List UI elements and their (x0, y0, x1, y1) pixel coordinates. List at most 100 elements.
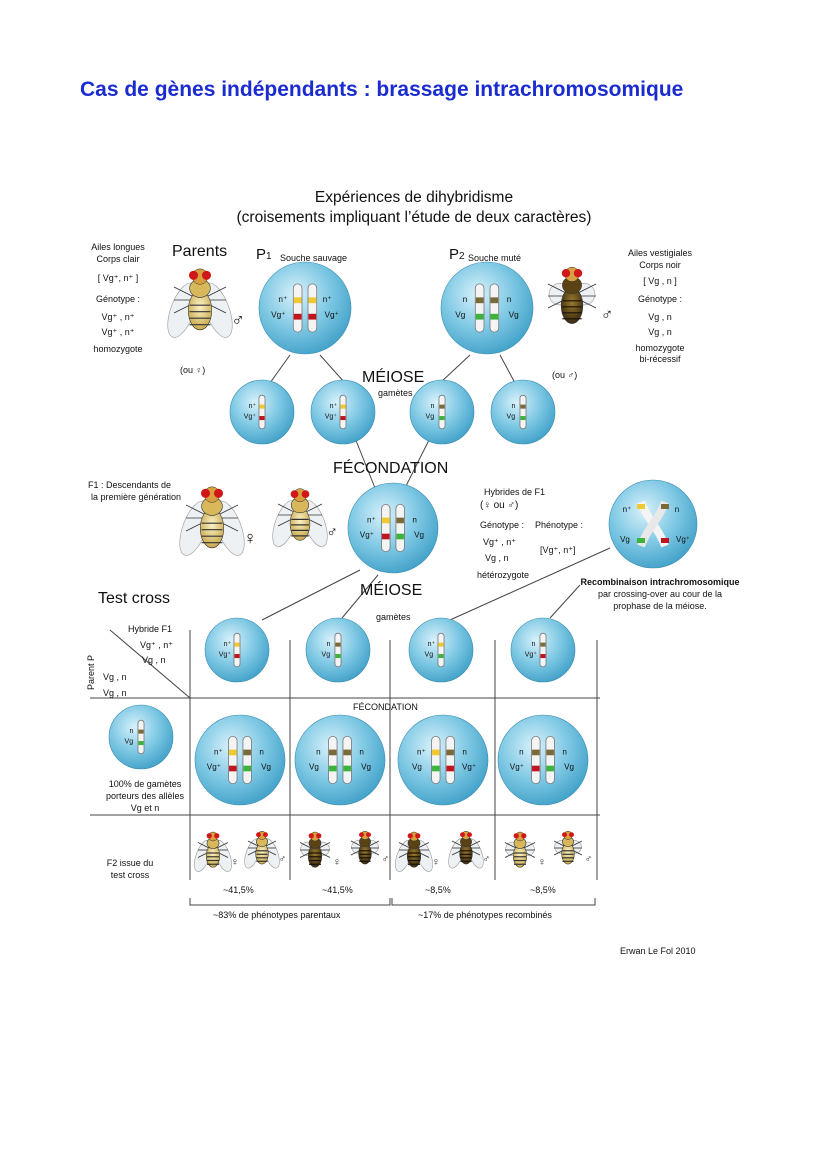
allele-label-left-vg: Vg (412, 762, 422, 771)
connector-lines (90, 354, 611, 906)
right-pheno-notation: [ Vg , n ] (643, 276, 677, 286)
f2-recombines: ~17% de phénotypes recombinés (418, 910, 552, 920)
allele-vg-band (546, 765, 554, 772)
allele-vg-band (520, 416, 526, 421)
allele-n-plus-band (293, 297, 302, 304)
left-pheno-line2: Corps clair (96, 254, 140, 264)
allele-n-band (243, 749, 251, 756)
gamete-p1-a: n⁺ Vg⁺ (229, 379, 295, 445)
allele-label-n: n (326, 641, 330, 648)
fecondation-label-2: FÉCONDATION (353, 702, 418, 712)
chromosome (334, 632, 342, 668)
chromosome (437, 632, 445, 668)
allele-label-right-vg: Vg (414, 530, 424, 539)
fecondation-label-1: FÉCONDATION (333, 460, 449, 477)
allele-label-vg-plus: Vg⁺ (676, 535, 690, 544)
allele-label-n: n (511, 403, 515, 410)
chromosome (531, 735, 541, 785)
fly-eye (366, 832, 371, 838)
allele-label-vg: Vg (426, 414, 435, 421)
diagram-subtitle: (croisements impliquant l’étude de deux … (236, 209, 592, 226)
allele-label-right-n: n⁺ (323, 295, 332, 304)
cell-p1: n⁺n⁺Vg⁺Vg⁺ (258, 261, 352, 355)
female-symbol-icon: ♀ (538, 856, 546, 868)
allele-label-left-vg: Vg⁺ (207, 762, 221, 771)
allele-label-right-n: n (507, 295, 512, 304)
allele-n-band (234, 642, 240, 647)
allele-vg-band (138, 741, 144, 746)
cell-body (497, 714, 589, 806)
allele-n-band (432, 749, 440, 756)
allele-label-n: n⁺ (249, 403, 257, 410)
allele-label-left-n: n⁺ (417, 747, 426, 756)
fly-eye (188, 270, 199, 280)
chromosome (342, 735, 352, 785)
allele-n-band (446, 749, 454, 756)
allele-label-n: n⁺ (330, 403, 338, 410)
allele-vg-band (532, 765, 540, 772)
allele-vg-band (446, 765, 454, 772)
female-symbol-icon: ♀ (243, 528, 257, 548)
fly-eye (460, 832, 465, 838)
cell-f2-1: n⁺nVg⁺Vg (194, 714, 286, 806)
f1-phenotype: [Vg⁺, n⁺] (540, 545, 576, 555)
fly-eye (407, 833, 413, 839)
f2-pct-2: ~41,5% (322, 885, 353, 895)
fly-eye (316, 833, 322, 839)
gamete-parent-p: nVg (108, 704, 174, 770)
left-pheno-notation: [ Vg⁺, n⁺ ] (97, 273, 139, 283)
fly-f1-male: ♂ (272, 488, 338, 547)
recombinaison-line2: par crossing-over au cour de la (597, 589, 723, 599)
cell-body (294, 714, 386, 806)
fly-eye (214, 833, 220, 839)
fly-f2-4b: ♂ (553, 830, 592, 865)
female-symbol-icon: ♀ (231, 856, 239, 868)
allele-vg-band (438, 654, 444, 659)
recombinaison-title: Recombinaison intrachromosomique (580, 577, 740, 587)
allele-label-right-n: n (412, 515, 417, 524)
allele-vg-band (259, 416, 265, 421)
f1-phenotype-label: Phénotype : (535, 520, 584, 530)
flies-layer: ♂♂♀♂♀♂♀♂♀♂♀♂ (167, 266, 614, 872)
gamete-f1-3: n⁺Vg (408, 617, 474, 683)
male-symbol-icon: ♂ (601, 305, 614, 324)
fly-eye (513, 833, 519, 839)
allele-label-vg: Vg⁺ (244, 414, 257, 421)
fly-f2-2a: ♀ (299, 831, 341, 868)
allele-vg-band (229, 765, 237, 772)
allele-label-right-n: n (562, 747, 567, 756)
right-genotype-top: Vg , n (648, 312, 672, 322)
fly-eye (561, 269, 571, 278)
page-title: Cas de gènes indépendants : brassage int… (80, 78, 684, 101)
allele-label-vg: Vg (507, 414, 516, 421)
fly-eye (467, 832, 472, 838)
chromosome (545, 735, 555, 785)
gamete-note-line3: Vg et n (130, 803, 160, 813)
male-symbol-icon: ♂ (326, 524, 338, 541)
gamete-f1-2: nVg (305, 617, 371, 683)
allele-vg-band (432, 765, 440, 772)
male-symbol-icon: ♂ (483, 854, 490, 865)
diagram-title: Expériences de dihybridisme (314, 189, 514, 206)
chromosome (474, 283, 485, 333)
allele-label-n: n⁺ (224, 641, 232, 648)
allele-n-band (475, 297, 484, 304)
chromosome (381, 503, 391, 553)
gamete-note-line1: 100% de gamètes (108, 779, 182, 789)
f1-label-line2: la première génération (91, 492, 182, 502)
cell-body (397, 714, 489, 806)
gamete-p2-b: nVg (490, 379, 556, 445)
allele-label-right-vg: Vg (261, 762, 271, 771)
allele-vg-band (340, 416, 346, 421)
allele-vg-plus-band (661, 538, 669, 543)
chromosome (228, 735, 238, 785)
allele-n-band (343, 749, 351, 756)
right-or-male: (ou ♂) (552, 370, 578, 380)
gamete-note-line2: porteurs des allèles (105, 791, 185, 801)
allele-n-plus-band (637, 504, 645, 509)
allele-vg-band (540, 654, 546, 659)
